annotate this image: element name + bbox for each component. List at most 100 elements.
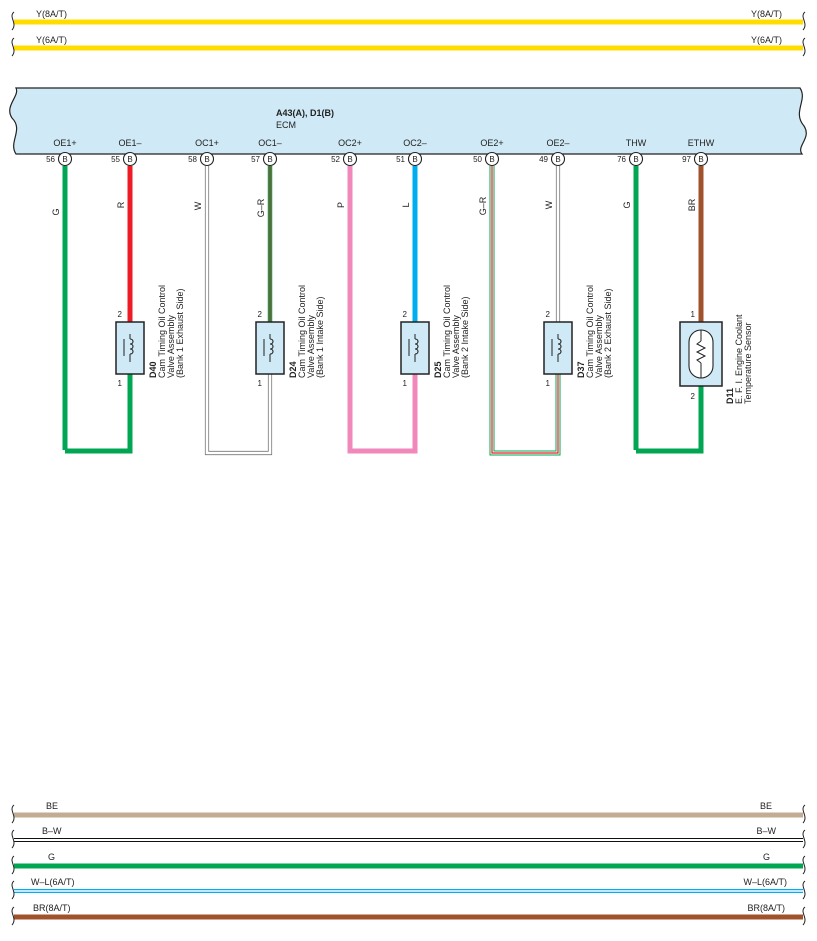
top-bus-y8at-left-label: Y(8A/T) — [36, 9, 67, 19]
ecm-pin-name: OC1– — [258, 138, 282, 148]
ecm-pin-number: 55 — [111, 155, 120, 164]
ecm-pin-name: OE2+ — [480, 138, 503, 148]
ecm-pin-connector-circle — [342, 151, 358, 167]
ecm-pin-oc2-: OC2– 51 B — [396, 138, 427, 167]
wire-label-oe1-minus: R — [116, 201, 126, 208]
d37-pin-top: 2 — [546, 310, 551, 319]
bottom-bus-be: BE BE — [11, 801, 806, 824]
ecm-pin-oc2-: OC2+ 52 B — [331, 138, 362, 167]
ecm-pin-number: 52 — [331, 155, 340, 164]
ecm-pin-number: 56 — [46, 155, 55, 164]
ecm-pin-name: OC2– — [403, 138, 427, 148]
d24-desc-1: Cam Timing Oil Control — [297, 285, 307, 378]
ecm-pin-connector-circle — [693, 151, 709, 167]
ecm-pin-connector-circle — [484, 151, 500, 167]
wire-label-oe1-plus: G — [51, 208, 61, 215]
d25-desc-2: Valve Assembly — [451, 315, 461, 378]
bottom-bus-br: BR(8A/T) BR(8A/T) — [11, 903, 806, 926]
ecm-pin-connector-letter: B — [62, 155, 67, 164]
wire-label-oc2-plus: P — [336, 202, 346, 208]
d25-desc-1: Cam Timing Oil Control — [442, 285, 452, 378]
component-d25: 2 1 D25 Cam Timing Oil Control Valve Ass… — [400, 285, 470, 388]
d40-desc-2: Valve Assembly — [166, 315, 176, 378]
ecm-pin-connector-letter: B — [489, 155, 494, 164]
ecm-pin-name: OC2+ — [338, 138, 362, 148]
coil-icon — [263, 334, 274, 362]
d37-desc-2: Valve Assembly — [594, 315, 604, 378]
wire-label-thw: G — [622, 201, 632, 208]
wire-label-oc2-minus: L — [401, 202, 411, 207]
wire-labels: G R W G–R P L G–R W G BR — [51, 196, 697, 217]
ecm-pin-connector-letter: B — [633, 155, 638, 164]
wire-label-oe2-plus: G–R — [478, 196, 488, 215]
top-bus-y6at: Y(6A/T) Y(6A/T) — [11, 35, 806, 57]
coil-icon — [551, 334, 562, 362]
wire-oc2-plus-p — [347, 166, 418, 454]
d11-id: D11 — [725, 388, 735, 404]
wire-oe2-plus-gr — [489, 166, 561, 456]
coil-icon — [408, 334, 419, 362]
d24-desc-2: Valve Assembly — [306, 315, 316, 378]
d37-id: D37 — [576, 361, 586, 378]
ecm-pin-connector-letter: B — [347, 155, 352, 164]
wire-label-oc1-minus: G–R — [256, 198, 266, 217]
component-d37: 2 1 D37 Cam Timing Oil Control Valve Ass… — [543, 285, 613, 388]
bottom-bus-wl-left-label: W–L(6A/T) — [31, 877, 75, 887]
bottom-bus-g-left-label: G — [48, 852, 55, 862]
d11-pin-bottom: 2 — [691, 392, 696, 401]
coil-icon — [123, 334, 134, 362]
d24-pin-bottom: 1 — [258, 379, 263, 388]
ecm-pin-connector-circle — [550, 151, 566, 167]
ecm-title: A43(A), D1(B) — [276, 108, 334, 118]
ecm-pin-number: 57 — [251, 155, 260, 164]
d40-pin-top: 2 — [118, 310, 123, 319]
d25-pin-top: 2 — [403, 310, 408, 319]
bottom-bus-be-left-label: BE — [46, 801, 58, 811]
ecm-block: A43(A), D1(B) ECM — [9, 87, 807, 155]
ecm-pin-number: 49 — [539, 155, 548, 164]
wire-label-ethw: BR — [687, 198, 697, 211]
d40-desc-1: Cam Timing Oil Control — [157, 285, 167, 378]
top-bus-y8at-right-label: Y(8A/T) — [751, 9, 782, 19]
bottom-bus-wl-right-label: W–L(6A/T) — [743, 877, 787, 887]
ecm-pin-name: OE1+ — [53, 138, 76, 148]
ecm-pin-connector-letter: B — [555, 155, 560, 164]
top-bus-y8at: Y(8A/T) Y(8A/T) — [11, 9, 806, 31]
bottom-bus-bw-left-label: B–W — [42, 826, 62, 836]
d40-id: D40 — [148, 361, 158, 378]
d11-pin-top: 1 — [691, 310, 696, 319]
ecm-pin-connector-circle — [628, 151, 644, 167]
top-bus-y6at-right-label: Y(6A/T) — [751, 35, 782, 45]
ecm-pin-name: ETHW — [688, 138, 715, 148]
component-d40: 2 1 D40 Cam Timing Oil Control Valve Ass… — [115, 285, 185, 388]
ecm-pin-connector-letter: B — [412, 155, 417, 164]
d37-desc-3: (Bank 2 Exhaust Side) — [603, 288, 613, 378]
ecm-pin-number: 97 — [682, 155, 691, 164]
wire-label-oc1-plus: W — [193, 201, 203, 210]
ecm-pin-number: 76 — [617, 155, 626, 164]
d37-pin-bottom: 1 — [546, 379, 551, 388]
d25-desc-3: (Bank 2 Intake Side) — [460, 296, 470, 378]
d25-pin-bottom: 1 — [403, 379, 408, 388]
bottom-bus-bw: B–W B–W — [11, 826, 806, 849]
ecm-pin-connector-letter: B — [127, 155, 132, 164]
wire-d40-return-g — [65, 374, 133, 454]
bottom-bus-br-right-label: BR(8A/T) — [747, 903, 785, 913]
bottom-bus-be-right-label: BE — [760, 801, 772, 811]
ecm-pin-connector-circle — [407, 151, 423, 167]
wire-d11-return-g — [636, 386, 704, 454]
bottom-bus-bw-right-label: B–W — [756, 826, 776, 836]
ecm-pin-connector-circle — [57, 151, 73, 167]
ecm-pin-oe1-: OE1+ 56 B — [46, 138, 77, 167]
d11-desc-1: E. F. I. Engine Coolant — [734, 314, 744, 404]
top-bus-y6at-left-label: Y(6A/T) — [36, 35, 67, 45]
ecm-pin-number: 51 — [396, 155, 405, 164]
